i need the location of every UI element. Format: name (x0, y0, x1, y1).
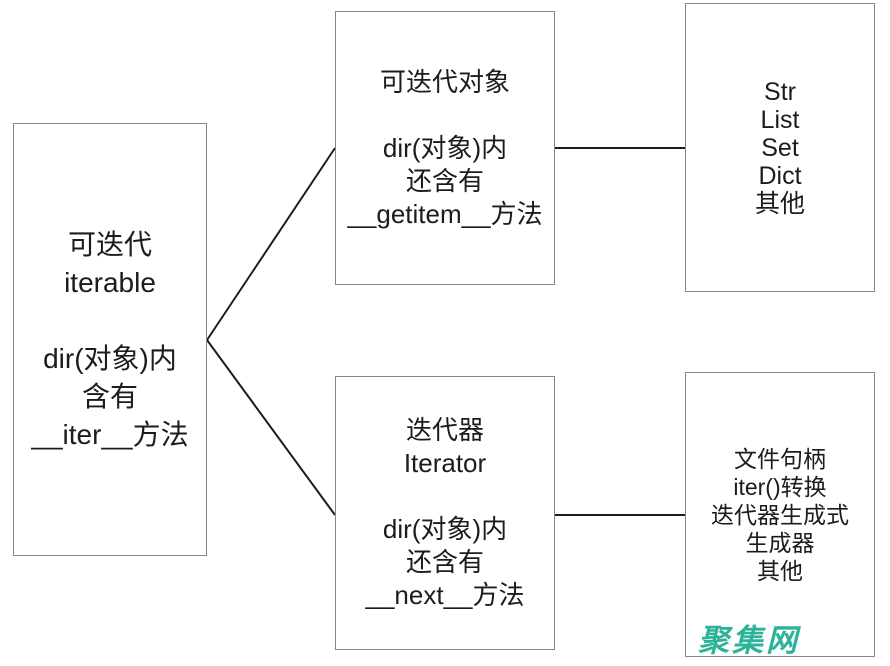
box-text-line: Set (761, 133, 799, 162)
iterable-types-box: Str List Set Dict 其他 (685, 3, 875, 292)
box-text-line: __getitem__方法 (347, 198, 543, 229)
iterator-box: 迭代器 Iterator dir(对象)内 还含有 __next__方法 (335, 376, 555, 650)
box-text-line: __iter__方法 (31, 418, 189, 450)
box-text-line: iter()转换 (733, 473, 827, 500)
box-text-line (336, 99, 554, 132)
box-text-line: iterable (64, 266, 156, 298)
iterator-sources-box: 文件句柄 iter()转换 迭代器生成式 生成器 其他 (685, 372, 875, 657)
box-text-line (336, 480, 554, 513)
connector-iterable-to-iterable-object (206, 147, 336, 341)
box-text-line: 可迭代 (67, 228, 152, 260)
box-text-line: dir(对象)内 (43, 342, 177, 374)
iterable-object-box: 可迭代对象 dir(对象)内 还含有 __getitem__方法 (335, 11, 555, 285)
box-text-line: 含有 (81, 380, 138, 412)
box-text-line: 其他 (754, 189, 805, 218)
box-text-line: 迭代器 (405, 415, 484, 445)
box-text-line: 生成器 (745, 529, 815, 556)
box-text-line: Str (764, 77, 796, 106)
box-text-line: 还含有 (405, 547, 484, 577)
box-text-line: List (760, 105, 800, 134)
connector-iterable-to-iterator (206, 339, 336, 516)
box-text-line: __next__方法 (365, 580, 525, 610)
box-text-line: Dict (758, 161, 802, 190)
box-text-line (14, 302, 206, 340)
box-text-line: Iterator (403, 448, 487, 478)
box-text-line: dir(对象)内 (382, 132, 508, 163)
box-text-line: 可迭代对象 (379, 66, 510, 97)
box-text-line: dir(对象)内 (382, 514, 508, 544)
watermark-logo: 聚集网 (698, 623, 800, 658)
box-text-line: 迭代器生成式 (711, 501, 849, 528)
iterable-box: 可迭代 iterable dir(对象)内 含有 __iter__方法 (13, 123, 207, 556)
box-text-line: 还含有 (405, 165, 484, 196)
box-text-line: 文件句柄 (734, 445, 826, 472)
box-text-line: 其他 (757, 557, 803, 584)
